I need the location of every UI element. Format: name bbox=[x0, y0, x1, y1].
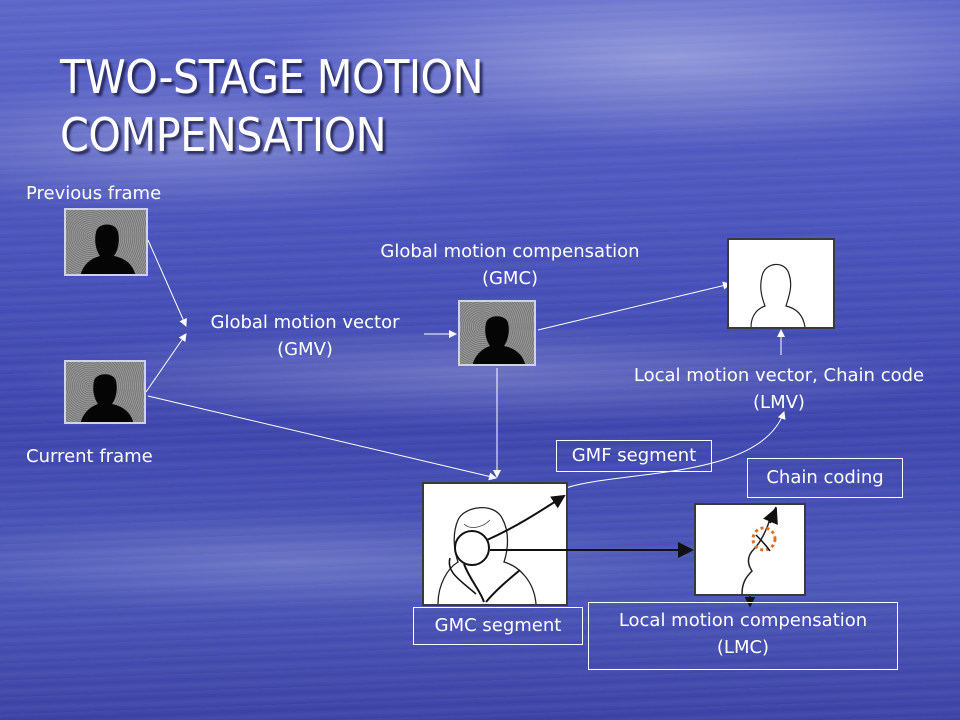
gmf-segment-box: GMF segment bbox=[556, 440, 712, 472]
lmc-box: Local motion compensation (LMC) bbox=[588, 602, 898, 670]
current-frame-image bbox=[64, 360, 146, 424]
label-local-motion-vector: Local motion vector, Chain code (LMV) bbox=[633, 365, 925, 413]
label-current-frame: Current frame bbox=[26, 446, 153, 467]
segment-image bbox=[422, 482, 568, 606]
lmc-image bbox=[694, 503, 806, 596]
chain-coding-box: Chain coding bbox=[747, 458, 903, 498]
arrow-gmc-to-result bbox=[537, 281, 731, 331]
gmc-frame-image bbox=[458, 300, 536, 366]
label-global-motion-compensation: Global motion compensation (GMC) bbox=[380, 241, 640, 289]
title-line-2: COMPENSATION bbox=[60, 108, 387, 162]
slide-title: TWO-STAGE MOTION COMPENSATION bbox=[60, 48, 760, 164]
result-outline-image bbox=[727, 238, 835, 329]
arrow-segment-to-lmc-image bbox=[564, 542, 694, 558]
arrow-current-to-gmv bbox=[145, 333, 187, 393]
title-line-1: TWO-STAGE MOTION bbox=[60, 50, 484, 104]
arrow-current-to-segment-image bbox=[147, 395, 497, 481]
arrow-previous-to-gmv bbox=[147, 239, 187, 327]
gmc-segment-box: GMC segment bbox=[413, 607, 583, 645]
label-global-motion-vector: Global motion vector (GMV) bbox=[210, 312, 400, 360]
label-previous-frame: Previous frame bbox=[26, 183, 162, 204]
previous-frame-image bbox=[64, 208, 148, 276]
arrow-segment-to-lmv bbox=[565, 411, 786, 489]
